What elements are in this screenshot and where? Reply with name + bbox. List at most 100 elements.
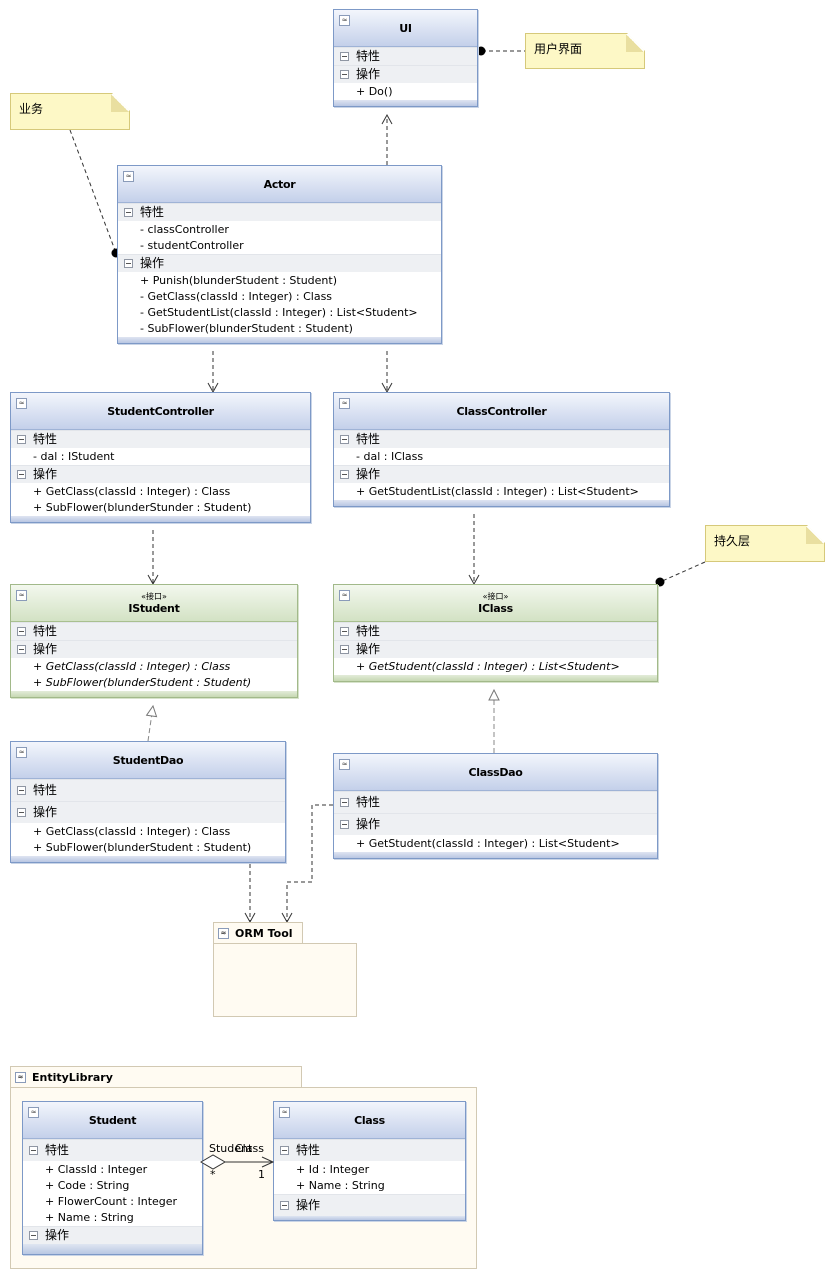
operation-item: + GetClass(classId : Integer) : Class [33, 485, 231, 498]
operations-section[interactable]: 操作 [334, 465, 669, 483]
operations-section[interactable]: 操作 [23, 1226, 202, 1244]
collapse-icon[interactable]: ≈ [28, 1107, 39, 1118]
operations-section[interactable]: 操作 [11, 801, 285, 823]
class-footer [23, 1244, 202, 1254]
class-header: ≈ Student [23, 1102, 202, 1139]
class-name: ClassController [456, 404, 547, 418]
attributes-section[interactable]: 特性 [334, 430, 669, 448]
operations-section[interactable]: 操作 [274, 1194, 465, 1216]
minus-icon[interactable] [340, 70, 349, 79]
attributes-section[interactable]: 特性 [334, 47, 477, 65]
operations-section[interactable]: 操作 [11, 640, 297, 658]
minus-icon[interactable] [280, 1201, 289, 1210]
section-label: 特性 [33, 624, 58, 638]
attributes-section[interactable]: 特性 [274, 1139, 465, 1161]
class-footer [334, 852, 657, 858]
attributes-section[interactable]: 特性 [334, 622, 657, 640]
section-label: 特性 [140, 205, 165, 219]
minus-icon[interactable] [17, 786, 26, 795]
note-link-persistence [659, 561, 706, 583]
section-label: 操作 [356, 817, 381, 831]
operations-section[interactable]: 操作 [118, 254, 441, 272]
minus-icon[interactable] [124, 208, 133, 217]
attributes-section[interactable]: 特性 [11, 622, 297, 640]
class-name: ClassDao [468, 765, 523, 779]
section-label: 特性 [356, 49, 381, 63]
operation-item: + SubFlower(blunderStudent : Student) [33, 676, 252, 689]
collapse-icon[interactable]: ≈ [339, 590, 350, 601]
class-ui[interactable]: ≈ UI 特性 操作 + Do() [333, 9, 478, 107]
dependency-classdao-orm [281, 804, 333, 924]
minus-icon[interactable] [340, 470, 349, 479]
attributes-section[interactable]: 特性 [334, 791, 657, 813]
class-class[interactable]: ≈ Class 特性 + Id : Integer + Name : Strin… [273, 1101, 466, 1221]
class-studentcontroller[interactable]: ≈ StudentController 特性 - dal : IStudent … [10, 392, 311, 523]
class-actor[interactable]: ≈ Actor 特性 - classController - studentCo… [117, 165, 442, 344]
minus-icon[interactable] [17, 435, 26, 444]
minus-icon[interactable] [17, 808, 26, 817]
note-business: 业务 [10, 93, 130, 130]
class-name: Student [88, 1113, 137, 1127]
class-header: ≈ «接口» IStudent [11, 585, 297, 622]
interface-istudent[interactable]: ≈ «接口» IStudent 特性 操作 + GetClass(classId… [10, 584, 298, 698]
class-footer [334, 675, 657, 681]
package-name: ORM Tool [235, 927, 293, 940]
class-header: ≈ ClassController [334, 393, 669, 430]
attributes-section[interactable]: 特性 [23, 1139, 202, 1161]
section-label: 操作 [356, 467, 381, 481]
collapse-icon[interactable]: ≈ [218, 928, 229, 939]
section-label: 特性 [296, 1143, 321, 1157]
operation-item: + GetStudentList(classId : Integer) : Li… [356, 485, 639, 498]
collapse-icon[interactable]: ≈ [15, 1072, 26, 1083]
minus-icon[interactable] [340, 435, 349, 444]
class-student[interactable]: ≈ Student 特性 + ClassId : Integer + Code … [22, 1101, 203, 1255]
operation-item: + SubFlower(blunderStunder : Student) [33, 501, 252, 514]
class-classdao[interactable]: ≈ ClassDao 特性 操作 + GetStudent(classId : … [333, 753, 658, 859]
package-orm-tool[interactable]: ≈ ORM Tool [213, 922, 357, 1017]
note-persistence-text: 持久层 [714, 534, 751, 548]
section-label: 操作 [33, 805, 58, 819]
minus-icon[interactable] [340, 645, 349, 654]
class-footer [118, 337, 441, 343]
attributes-section[interactable]: 特性 [11, 779, 285, 801]
interface-iclass[interactable]: ≈ «接口» IClass 特性 操作 + GetStudent(classId… [333, 584, 658, 682]
minus-icon[interactable] [17, 470, 26, 479]
minus-icon[interactable] [29, 1231, 38, 1240]
minus-icon[interactable] [17, 627, 26, 636]
operations-section[interactable]: 操作 [11, 465, 310, 483]
minus-icon[interactable] [29, 1146, 38, 1155]
minus-icon[interactable] [340, 627, 349, 636]
collapse-icon[interactable]: ≈ [339, 398, 350, 409]
role-label-student: Student [209, 1142, 253, 1155]
class-name: UI [399, 21, 412, 35]
attribute-item: - dal : IStudent [33, 450, 115, 463]
minus-icon[interactable] [280, 1146, 289, 1155]
operation-item: - GetClass(classId : Integer) : Class [140, 290, 333, 303]
operations-section[interactable]: 操作 [334, 65, 477, 83]
note-persistence: 持久层 [705, 525, 825, 562]
collapse-icon[interactable]: ≈ [16, 398, 27, 409]
class-classcontroller[interactable]: ≈ ClassController 特性 - dal : IClass 操作 +… [333, 392, 670, 507]
minus-icon[interactable] [340, 798, 349, 807]
operations-section[interactable]: 操作 [334, 813, 657, 835]
collapse-icon[interactable]: ≈ [339, 15, 350, 26]
operations-section[interactable]: 操作 [334, 640, 657, 658]
minus-icon[interactable] [340, 820, 349, 829]
class-studentdao[interactable]: ≈ StudentDao 特性 操作 + GetClass(classId : … [10, 741, 286, 863]
package-tab: ≈ ORM Tool [213, 922, 303, 944]
minus-icon[interactable] [17, 645, 26, 654]
collapse-icon[interactable]: ≈ [16, 590, 27, 601]
collapse-icon[interactable]: ≈ [16, 747, 27, 758]
collapse-icon[interactable]: ≈ [339, 759, 350, 770]
note-anchor-ui [476, 46, 486, 56]
minus-icon[interactable] [340, 52, 349, 61]
operation-item: + Do() [356, 85, 393, 98]
collapse-icon[interactable]: ≈ [279, 1107, 290, 1118]
minus-icon[interactable] [124, 259, 133, 268]
attributes-section[interactable]: 特性 [11, 430, 310, 448]
attributes-section[interactable]: 特性 [118, 203, 441, 221]
class-name: IClass [478, 601, 513, 615]
operation-item: + GetClass(classId : Integer) : Class [33, 660, 231, 673]
collapse-icon[interactable]: ≈ [123, 171, 134, 182]
attribute-item: - classController [140, 223, 229, 236]
